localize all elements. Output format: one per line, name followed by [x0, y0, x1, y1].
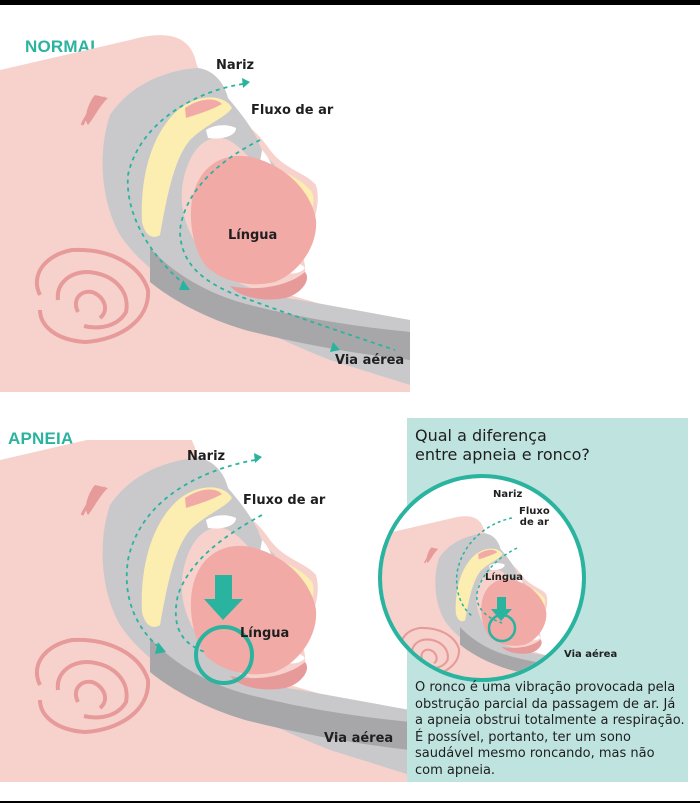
normal-airway-label: Via aérea — [335, 353, 405, 368]
normal-nose-label: Nariz — [216, 58, 255, 73]
top-border — [0, 0, 700, 5]
normal-airflow-arrow-upper — [126, 83, 244, 286]
inset-airflow-line2: de ar — [519, 517, 549, 528]
apnea-airflow-label: Fluxo de ar — [243, 493, 326, 508]
apnea-obstruction-arrow — [204, 575, 243, 620]
apnea-diagram — [0, 440, 410, 782]
apnea-tongue-label: Língua — [240, 626, 290, 641]
apnea-obstruction-circle — [194, 625, 254, 685]
info-body-text: O ronco é uma vibração provocada pela ob… — [415, 680, 685, 778]
normal-diagram — [0, 33, 410, 392]
inset-airway-label: Via aérea — [564, 649, 618, 660]
normal-airflow-arrow-lower — [179, 139, 396, 351]
info-question-line2: entre apneia e ronco? — [415, 445, 590, 464]
bottom-border — [0, 801, 700, 803]
info-question-line1: Qual a diferença — [415, 426, 547, 445]
normal-airflow-label: Fluxo de ar — [251, 103, 334, 118]
apnea-nose-label: Nariz — [187, 449, 226, 464]
inset-tongue-label: Língua — [485, 572, 523, 583]
apnea-airway-label: Via aérea — [324, 731, 394, 746]
apnea-section-title: APNEIA — [8, 429, 74, 448]
info-inset-diagram — [382, 478, 582, 678]
info-question: Qual a diferença entre apneia e ronco? — [415, 426, 683, 464]
inset-airflow-line1: Fluxo — [519, 506, 550, 517]
normal-tongue-label: Língua — [228, 228, 278, 243]
apnea-airflow-arrow-lower — [174, 514, 263, 653]
info-inset-ring — [378, 474, 586, 682]
info-box: Qual a diferença entre apneia e ronco? N… — [378, 418, 688, 782]
inset-airflow-label: Fluxo de ar — [519, 506, 550, 528]
inset-nose-label: Nariz — [493, 489, 523, 500]
